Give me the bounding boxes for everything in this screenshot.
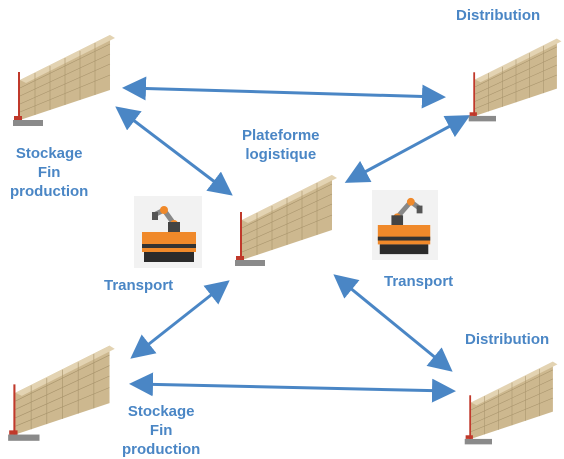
warehouse-rack-icon [5,330,120,450]
transport-left-label: Transport [104,277,174,294]
arrow-hub-to-stock-bottom [130,280,230,359]
warehouse-rack-icon [462,342,562,459]
arrow-hub-to-distribution-top [344,115,471,183]
arrow-hub-to-distribution-bottom [333,274,453,372]
mobile-robot-arm-icon [372,190,438,265]
warehouse-rack-icon [232,160,342,275]
transport-right-label: Transport [384,273,454,290]
mobile-robot-arm-icon [134,196,202,273]
arrow-stock-top-to-hub [115,106,233,196]
distribution-bottom-label: Distribution [465,331,550,348]
distribution-top-label: Distribution [456,7,541,24]
arrow-stock-bottom-to-distribution-bottom [129,372,456,403]
stock-bottom-label: Stockage Fin production [122,403,201,458]
hub-label: Plateforme logistique [242,127,320,163]
warehouse-rack-icon [10,20,120,135]
stock-top-label: Stockage Fin production [10,145,89,200]
arrow-stock-top-to-distribution-top [122,76,446,109]
warehouse-rack-icon [466,20,564,135]
